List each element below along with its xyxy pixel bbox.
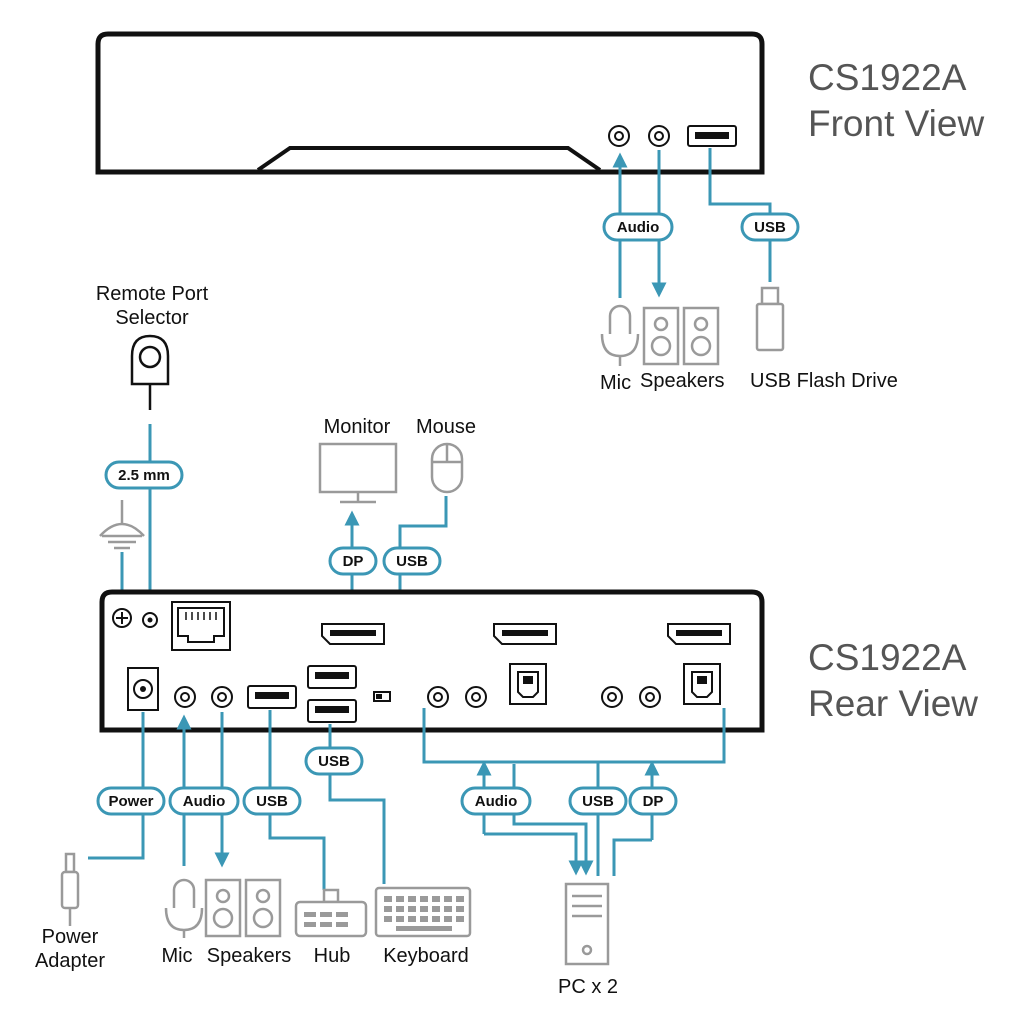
monitor-icon xyxy=(318,442,398,504)
badge-audio-rear: Audio xyxy=(168,786,240,816)
rear-unit xyxy=(99,589,765,733)
mic-icon xyxy=(600,304,640,366)
speakers-icon xyxy=(642,306,720,366)
remote-port-selector-icon xyxy=(130,334,170,410)
pc-tower-icon xyxy=(564,882,610,966)
label-mic-rear: Mic xyxy=(161,945,192,967)
svg-text:USB: USB xyxy=(256,793,288,810)
badge-usb-keyboard: USB xyxy=(304,746,364,776)
label-mouse: Mouse xyxy=(416,416,476,438)
power-adapter-icon xyxy=(60,852,80,926)
badge-usb-hub: USB xyxy=(242,786,302,816)
svg-text:USB: USB xyxy=(582,793,614,810)
badge-usb-front: USB xyxy=(740,212,800,242)
svg-text:DP: DP xyxy=(643,793,664,810)
label-power-line2: Adapter xyxy=(35,950,105,972)
rear-title-line2: Rear View xyxy=(808,683,978,724)
label-mic-front: Mic xyxy=(600,372,631,394)
ground-icon xyxy=(99,500,145,550)
badge-dp-pc: DP xyxy=(628,786,678,816)
badge-audio-front: Audio xyxy=(602,212,674,242)
label-usb-flash: USB Flash Drive xyxy=(750,370,898,392)
keyboard-icon xyxy=(374,886,472,938)
svg-text:Power: Power xyxy=(108,793,153,810)
badge-usb-pc: USB xyxy=(568,786,628,816)
mic-icon xyxy=(164,878,204,938)
label-remote-line2: Selector xyxy=(115,307,189,329)
mouse-icon xyxy=(430,442,464,494)
svg-text:Audio: Audio xyxy=(183,793,226,810)
badge-power: Power xyxy=(96,786,166,816)
label-speakers-rear: Speakers xyxy=(207,945,292,967)
badge-2-5mm: 2.5 mm xyxy=(104,460,184,490)
badge-audio-pc: Audio xyxy=(460,786,532,816)
svg-text:Audio: Audio xyxy=(617,219,660,236)
badge-usb-mouse: USB xyxy=(382,546,442,576)
svg-text:DP: DP xyxy=(343,553,364,570)
label-pc: PC x 2 xyxy=(558,976,618,998)
badge-dp-monitor: DP xyxy=(328,546,378,576)
hub-icon xyxy=(294,888,368,938)
svg-text:USB: USB xyxy=(754,219,786,236)
label-power-line1: Power xyxy=(42,926,99,948)
label-keyboard: Keyboard xyxy=(383,945,469,967)
svg-text:Audio: Audio xyxy=(475,793,518,810)
speakers-icon xyxy=(204,878,282,938)
front-title-line1: CS1922A xyxy=(808,57,967,98)
front-title-line2: Front View xyxy=(808,103,984,144)
label-monitor: Monitor xyxy=(324,416,391,438)
label-remote-line1: Remote Port xyxy=(96,283,209,305)
label-speakers-front: Speakers xyxy=(640,370,725,392)
svg-text:USB: USB xyxy=(396,553,428,570)
label-hub: Hub xyxy=(314,945,351,967)
rear-title-line1: CS1922A xyxy=(808,637,967,678)
svg-text:USB: USB xyxy=(318,753,350,770)
usb-flash-drive-icon xyxy=(755,286,785,352)
svg-text:2.5 mm: 2.5 mm xyxy=(118,467,170,484)
front-unit xyxy=(95,31,765,175)
